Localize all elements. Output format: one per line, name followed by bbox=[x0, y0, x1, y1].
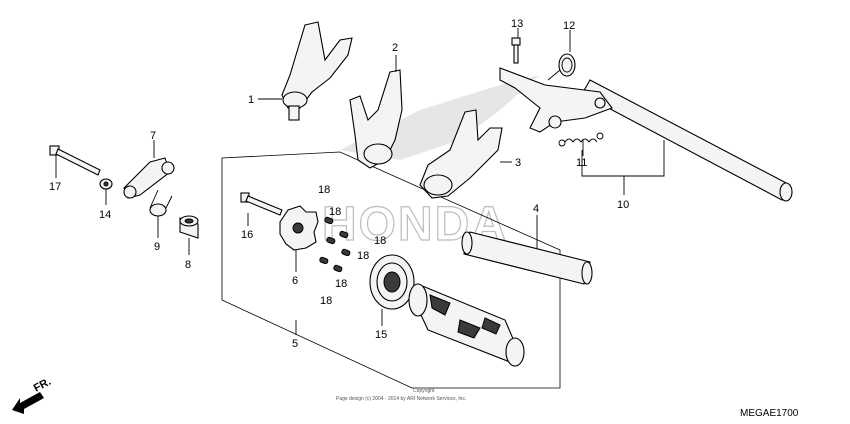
spring-12[interactable] bbox=[547, 53, 576, 81]
washer-14[interactable] bbox=[99, 178, 113, 190]
gearshift-spindle-10[interactable] bbox=[499, 67, 793, 202]
callout-18-c[interactable]: 18 bbox=[374, 235, 386, 247]
arrow-left-icon bbox=[12, 392, 44, 414]
callout-10[interactable]: 10 bbox=[617, 199, 629, 211]
direction-label: FR. bbox=[32, 376, 53, 395]
bolt-13[interactable] bbox=[511, 37, 521, 64]
copyright-line-2: Page design (c) 2004 - 2014 by ARI Netwo… bbox=[336, 396, 466, 402]
leader-lines bbox=[55, 28, 665, 335]
callout-1[interactable]: 1 bbox=[248, 94, 254, 106]
callout-18-a[interactable]: 18 bbox=[318, 184, 330, 196]
callout-18-b[interactable]: 18 bbox=[329, 206, 341, 218]
front-direction-indicator: FR. bbox=[12, 376, 53, 414]
callout-18-f[interactable]: 18 bbox=[320, 295, 332, 307]
shift-fork-3[interactable] bbox=[419, 109, 503, 199]
callout-18-d[interactable]: 18 bbox=[357, 250, 369, 262]
callout-9[interactable]: 9 bbox=[154, 241, 160, 253]
assembly-outline bbox=[221, 151, 561, 389]
collar-8[interactable] bbox=[179, 215, 199, 239]
callout-12[interactable]: 12 bbox=[563, 20, 575, 32]
callout-14[interactable]: 14 bbox=[99, 209, 111, 221]
shift-drum-center-6[interactable] bbox=[279, 205, 319, 251]
fork-shaft-4[interactable] bbox=[461, 231, 593, 285]
callout-8[interactable]: 8 bbox=[185, 259, 191, 271]
callout-2[interactable]: 2 bbox=[392, 42, 398, 54]
callout-6[interactable]: 6 bbox=[292, 275, 298, 287]
shift-drum[interactable] bbox=[408, 283, 525, 367]
dowel-pins-18[interactable] bbox=[319, 216, 351, 273]
bolt-16[interactable] bbox=[240, 192, 283, 216]
bearing-15[interactable] bbox=[369, 254, 415, 310]
callouts: 1 2 3 4 5 6 7 8 9 10 11 12 13 14 15 16 1… bbox=[49, 18, 629, 350]
copyright-line-1: Copyright bbox=[413, 388, 435, 394]
bolt-17[interactable] bbox=[49, 145, 101, 176]
callout-13[interactable]: 13 bbox=[511, 18, 523, 30]
callout-11[interactable]: 11 bbox=[576, 157, 587, 169]
callout-7[interactable]: 7 bbox=[150, 130, 156, 142]
shift-fork-2[interactable] bbox=[349, 69, 403, 169]
shift-fork-1[interactable] bbox=[281, 21, 353, 121]
stopper-spring-9[interactable] bbox=[149, 189, 173, 217]
stopper-arm-7[interactable] bbox=[123, 157, 175, 199]
diagram-code: MEGAE1700 bbox=[740, 408, 799, 419]
callout-16[interactable]: 16 bbox=[241, 229, 253, 241]
callout-18-e[interactable]: 18 bbox=[335, 278, 347, 290]
callout-5[interactable]: 5 bbox=[292, 338, 298, 350]
callout-3[interactable]: 3 bbox=[515, 157, 521, 169]
callout-17[interactable]: 17 bbox=[49, 181, 61, 193]
callout-15[interactable]: 15 bbox=[375, 329, 387, 341]
callout-4[interactable]: 4 bbox=[533, 203, 539, 215]
return-spring-11[interactable] bbox=[558, 132, 604, 147]
